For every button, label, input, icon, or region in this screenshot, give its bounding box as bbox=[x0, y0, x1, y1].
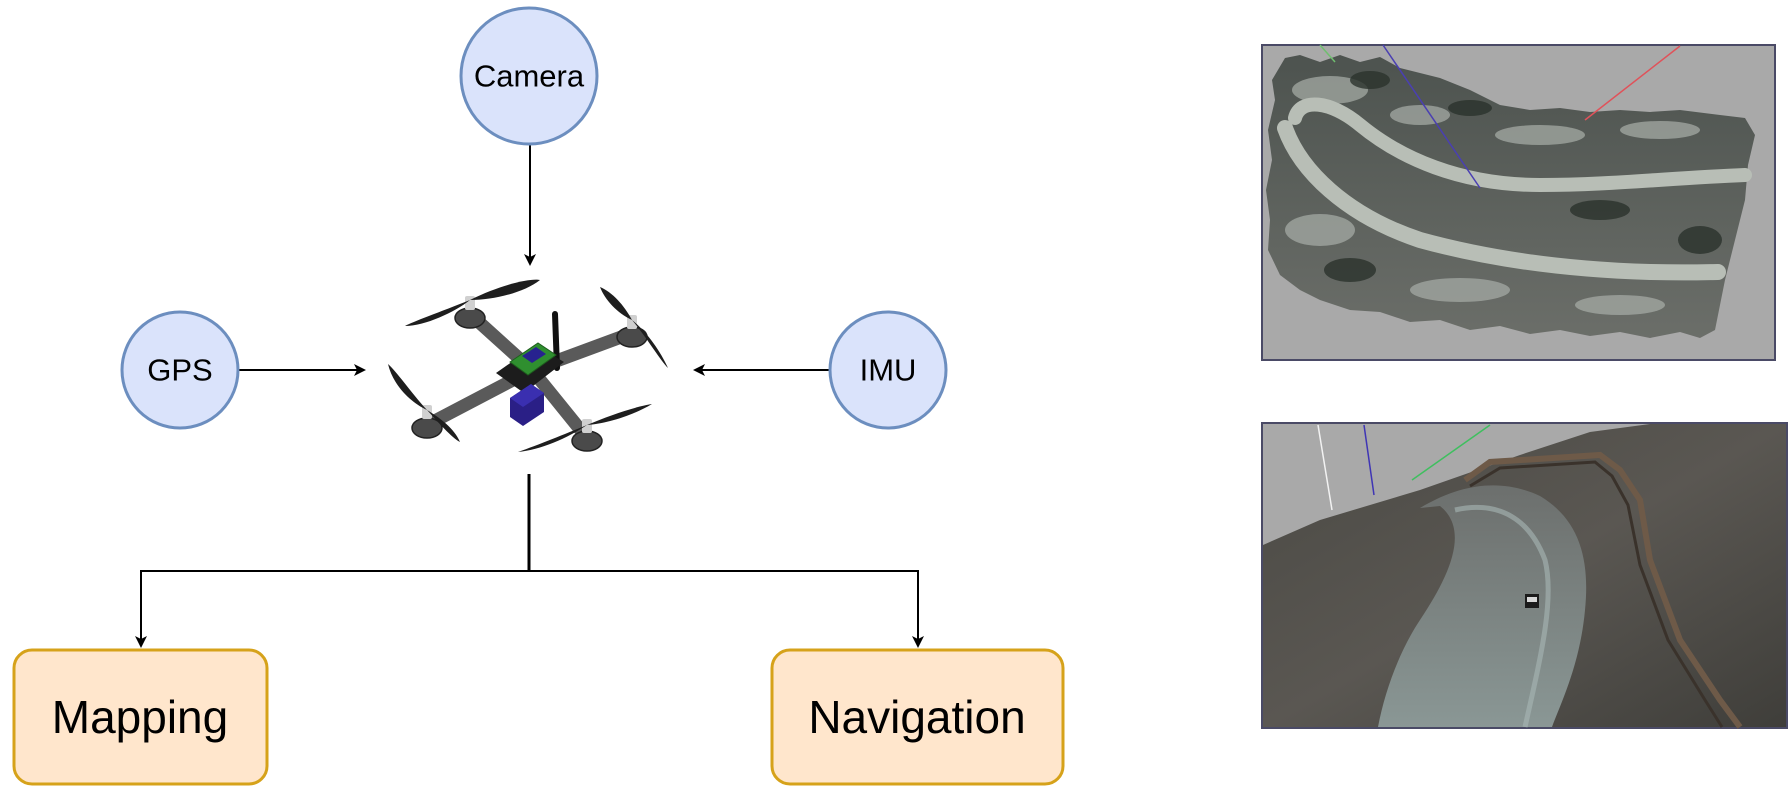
navigation-node: Navigation bbox=[770, 648, 1065, 786]
camera-node: Camera bbox=[459, 6, 599, 146]
terrain-map-render bbox=[1261, 44, 1776, 361]
arrow-drone-to-mapping bbox=[135, 570, 529, 648]
connectors bbox=[135, 145, 924, 648]
mapping-label: Mapping bbox=[52, 691, 228, 743]
arrow-drone-to-navigation bbox=[529, 570, 924, 648]
camera-label: Camera bbox=[474, 59, 585, 94]
quadcopter-icon bbox=[388, 279, 668, 452]
navigation-label: Navigation bbox=[808, 691, 1025, 743]
mapping-node: Mapping bbox=[12, 648, 269, 786]
terrain-navigation-render bbox=[1261, 422, 1788, 729]
imu-label: IMU bbox=[860, 353, 917, 388]
gps-node: GPS bbox=[120, 310, 240, 430]
imu-node: IMU bbox=[828, 310, 948, 430]
gps-label: GPS bbox=[147, 353, 212, 388]
